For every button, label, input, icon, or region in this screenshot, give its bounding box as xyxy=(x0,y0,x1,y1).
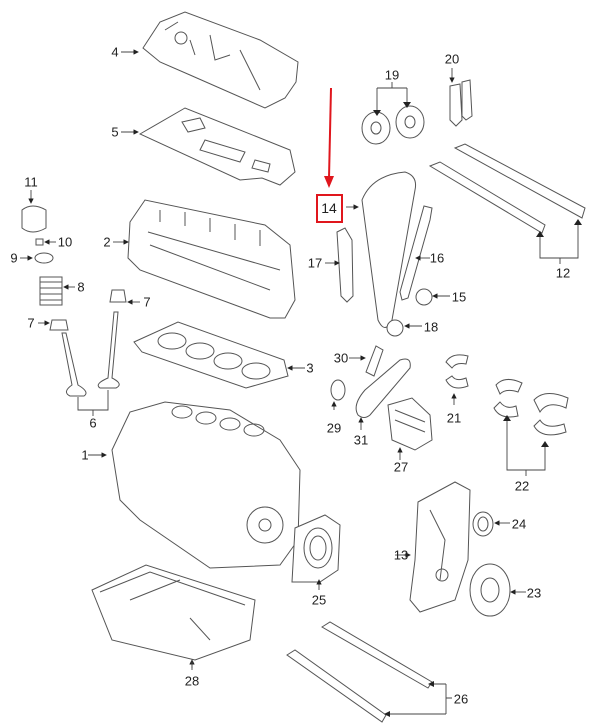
callout-2[interactable]: 2 xyxy=(103,234,111,250)
callout-1[interactable]: 1 xyxy=(81,447,89,463)
tensioner-arm-drawing xyxy=(325,227,354,303)
callout-12[interactable]: 12 xyxy=(555,265,571,281)
valve-seal-drawing xyxy=(38,289,140,331)
idler-drawing xyxy=(386,319,422,337)
chain-guide-drawing xyxy=(399,205,433,301)
highlight-arrow xyxy=(324,87,334,188)
valve-cover-gasket-drawing xyxy=(121,107,296,186)
callout-10[interactable]: 10 xyxy=(57,234,73,250)
balance-shafts-drawing xyxy=(286,621,452,723)
callout-27[interactable]: 27 xyxy=(393,459,409,475)
callout-4[interactable]: 4 xyxy=(111,44,119,60)
callout-15[interactable]: 15 xyxy=(451,289,467,305)
callout-19[interactable]: 19 xyxy=(384,67,400,83)
retainer-drawing xyxy=(20,252,54,264)
oil-pump-chain-drawing xyxy=(355,358,411,430)
timing-cover-drawing xyxy=(395,481,471,613)
callout-17[interactable]: 17 xyxy=(307,255,323,271)
callout-18[interactable]: 18 xyxy=(423,319,439,335)
callout-28[interactable]: 28 xyxy=(184,673,200,689)
oil-pan-drawing xyxy=(91,564,256,670)
callout-16[interactable]: 16 xyxy=(429,250,445,266)
callout-7b[interactable]: 7 xyxy=(143,294,151,310)
oil-pump-sprocket-drawing xyxy=(330,379,346,410)
camshafts-drawing xyxy=(428,143,586,264)
lifter-drawing xyxy=(21,190,47,233)
front-seal-drawing xyxy=(472,511,510,537)
callout-21[interactable]: 21 xyxy=(446,410,462,426)
rear-seal-drawing xyxy=(291,514,341,590)
keeper-drawing xyxy=(35,238,56,246)
callout-6[interactable]: 6 xyxy=(89,415,97,431)
main-bearings-drawing xyxy=(493,379,569,476)
valve-spring-drawing xyxy=(39,276,75,306)
callout-22[interactable]: 22 xyxy=(514,478,530,494)
callout-20[interactable]: 20 xyxy=(444,51,460,67)
head-gasket-drawing xyxy=(133,321,305,389)
cylinder-head-drawing xyxy=(113,199,296,319)
callout-30[interactable]: 30 xyxy=(333,350,349,366)
callout-25[interactable]: 25 xyxy=(311,592,327,608)
callout-31[interactable]: 31 xyxy=(353,432,369,448)
vvt-gears-drawing xyxy=(361,82,425,145)
callout-9[interactable]: 9 xyxy=(10,250,18,266)
callout-14[interactable]: 14 xyxy=(321,200,337,216)
oil-control-valve-drawing xyxy=(449,68,473,127)
callout-7a[interactable]: 7 xyxy=(27,315,35,331)
callout-23[interactable]: 23 xyxy=(526,585,542,601)
rod-bearings-drawing xyxy=(445,354,469,405)
oil-pump-drawing xyxy=(387,397,433,460)
valve-cover-drawing xyxy=(121,11,299,109)
callout-3[interactable]: 3 xyxy=(306,360,314,376)
timing-chain-drawing xyxy=(346,171,416,328)
callout-26[interactable]: 26 xyxy=(453,691,469,707)
callout-8[interactable]: 8 xyxy=(77,279,85,295)
highlighted-part-box xyxy=(316,194,343,223)
valves-drawing xyxy=(61,311,120,416)
crank-sprocket-drawing xyxy=(415,288,450,306)
callout-11[interactable]: 11 xyxy=(24,174,38,190)
callout-29[interactable]: 29 xyxy=(326,420,342,436)
callout-24[interactable]: 24 xyxy=(511,516,527,532)
crank-pulley-drawing xyxy=(469,563,526,617)
callout-5[interactable]: 5 xyxy=(111,124,119,140)
cylinder-block-drawing xyxy=(88,401,301,569)
oil-pump-tensioner-drawing xyxy=(349,345,384,377)
callout-13[interactable]: 13 xyxy=(393,547,409,563)
